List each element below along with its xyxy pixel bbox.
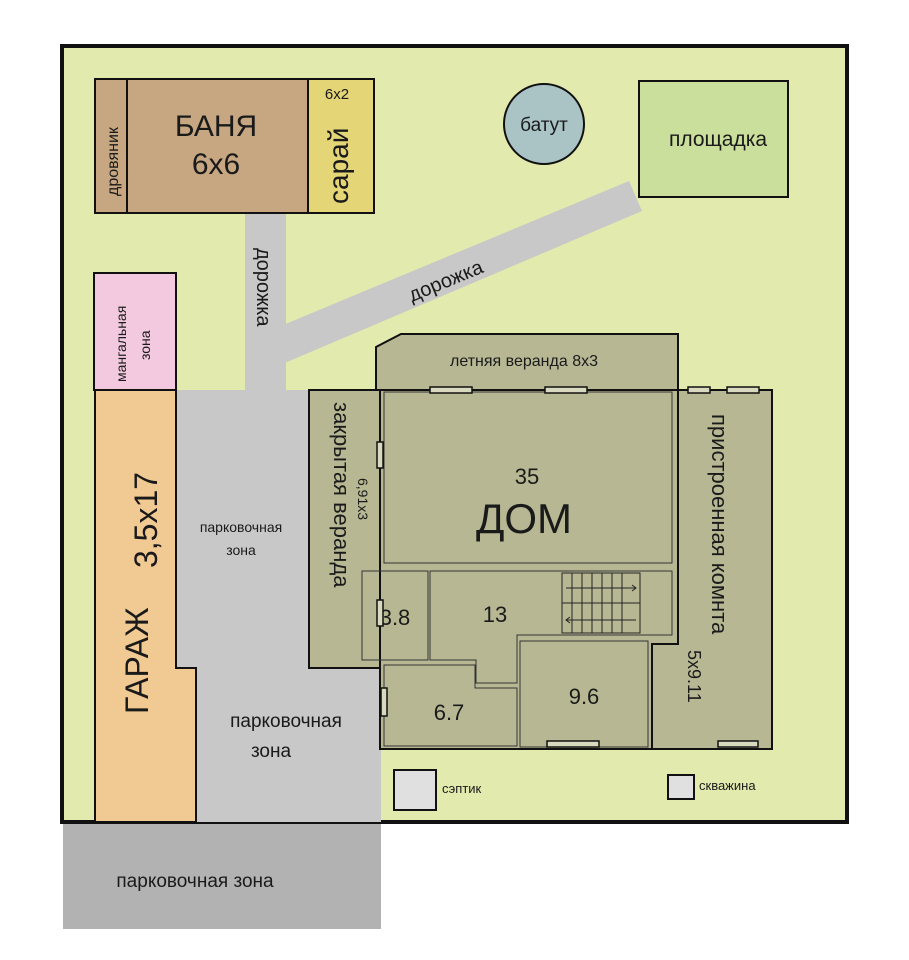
garage-size: 3,5x17	[128, 472, 164, 568]
house-outline	[379, 389, 679, 750]
room-6-7	[383, 664, 518, 747]
parking-upper-line2: зона	[226, 542, 256, 558]
banya-size: 6x6	[192, 148, 240, 181]
summer-veranda	[375, 333, 679, 391]
parking-zone	[176, 390, 381, 822]
parking-outside-label: парковочная зона	[116, 871, 274, 892]
parking-outside-zone	[63, 822, 381, 929]
bbq-zone	[93, 272, 177, 391]
banya-building	[126, 78, 309, 214]
windows	[376, 386, 760, 748]
bbq-label-line1: мангальная	[113, 306, 129, 382]
path-vertical-label: дорожка	[252, 248, 274, 327]
path-vertical	[245, 212, 286, 392]
trampoline	[503, 83, 585, 165]
drovyanik-label: дровяник	[105, 126, 122, 196]
room-3-8	[361, 570, 429, 661]
septic-tank	[393, 769, 437, 811]
house-name: ДОМ	[476, 495, 572, 542]
parking-upper-line1: парковочная	[200, 519, 282, 535]
water-well	[667, 774, 695, 800]
well-label: скважина	[699, 778, 756, 793]
summer-veranda-label: летняя веранда 8x3	[450, 353, 598, 370]
drovyanik-shed	[94, 78, 128, 214]
playground-label: площадка	[669, 128, 767, 151]
banya-name: БАНЯ	[175, 110, 257, 143]
closed-veranda-name: закрытая веранда	[329, 402, 354, 588]
room-13-label: 13	[483, 602, 507, 627]
annex-size: 5x9.11	[684, 650, 704, 703]
room-6-7-label: 6.7	[434, 700, 465, 725]
room-13	[429, 570, 673, 684]
bbq-label-line2: зона	[137, 330, 153, 360]
parking-lower-line1: парковочная	[230, 711, 342, 732]
garage-building	[94, 389, 197, 823]
saray-shed	[307, 78, 375, 214]
parking-lower-line2: зона	[251, 741, 292, 762]
room-3-8-label: 3.8	[380, 605, 411, 630]
trampoline-label: батут	[520, 115, 568, 136]
saray-size: 6x2	[325, 86, 349, 103]
garage-name: ГАРАЖ	[119, 607, 155, 714]
septic-label: сэптик	[442, 781, 482, 796]
closed-veranda-size: 6,91x3	[355, 478, 371, 520]
house-area: 35	[515, 464, 539, 489]
path-diagonal	[247, 181, 642, 362]
playground	[638, 80, 789, 198]
room-9-6-label: 9.6	[569, 684, 600, 709]
house-main-room	[383, 391, 673, 564]
saray-name: сарай	[323, 128, 354, 204]
annex-name: пристроенная комнта	[707, 414, 732, 635]
staircase	[561, 572, 641, 634]
